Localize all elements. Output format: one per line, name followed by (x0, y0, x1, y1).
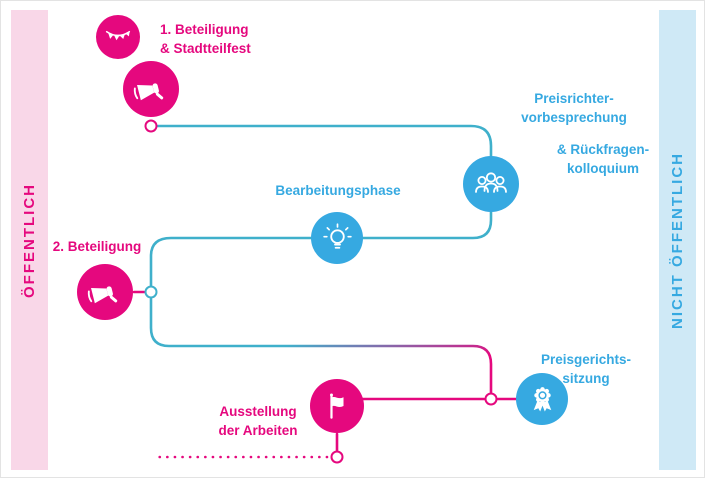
participation2-node (77, 264, 133, 320)
festival-node (96, 15, 140, 59)
connector-step2-to-jury (149, 297, 493, 394)
working-phase-node (311, 212, 363, 264)
milestone-node-2 (144, 285, 158, 299)
flag-icon (319, 388, 356, 425)
jury-briefing-node (463, 156, 519, 212)
participation1-node (123, 61, 179, 117)
milestone-node-3 (484, 392, 498, 406)
exhibition-label: Ausstellung der Arbeiten (218, 404, 298, 438)
jury-session-node (516, 373, 568, 425)
connector-step1-to-briefing (156, 124, 493, 159)
jury-briefing-label-2: & Rückfragen- kolloquium (556, 142, 650, 176)
milestone-node-1 (144, 119, 158, 133)
exhibition-node (310, 379, 364, 433)
public-band: ÖFFENTLICH (11, 10, 48, 470)
working-phase-label: Bearbeitungsphase (275, 183, 401, 198)
jury-session-label: Preisgerichts- sitzung (540, 352, 632, 386)
non-public-band: NICHT ÖFFENTLICH (659, 10, 696, 470)
megaphone-icon (87, 274, 124, 311)
participation2-label: 2. Beteiligung (52, 239, 142, 254)
jury-briefing-label-1: Preisrichter- vorbesprechung (521, 91, 627, 125)
garland-icon (103, 22, 133, 52)
milestone-node-4 (330, 450, 344, 464)
medal-icon (524, 381, 561, 418)
megaphone-icon (133, 71, 170, 108)
lightbulb-icon (319, 220, 356, 257)
participation1-label: 1. Beteiligung & Stadtteilfest (160, 22, 251, 56)
jury-people-icon (471, 164, 511, 204)
